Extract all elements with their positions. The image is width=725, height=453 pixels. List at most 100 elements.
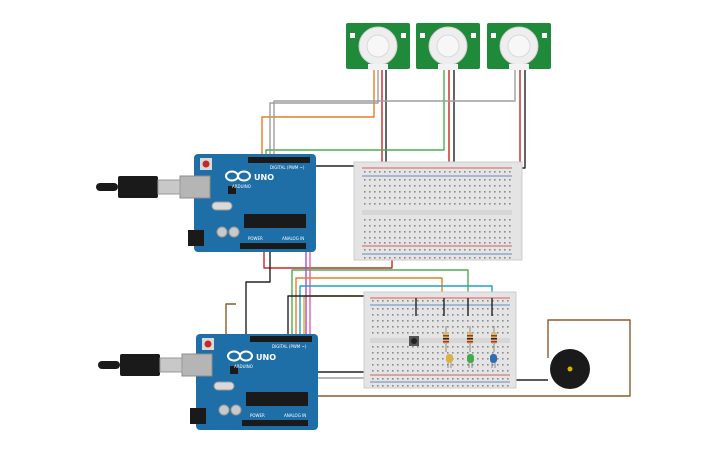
breadboard-hole <box>399 225 401 227</box>
breadboard-hole <box>427 308 429 310</box>
breadboard-hole <box>369 249 371 251</box>
breadboard-hole <box>387 314 389 316</box>
breadboard-hole <box>414 197 416 199</box>
breadboard-hole <box>417 352 419 354</box>
breadboard-hole <box>377 308 379 310</box>
breadboard-hole <box>399 237 401 239</box>
breadboard-hole <box>442 346 444 348</box>
pir-sensor-3[interactable] <box>487 23 551 70</box>
breadboard-hole <box>417 314 419 316</box>
breadboard-hole <box>462 314 464 316</box>
breadboard-top[interactable] <box>353 161 523 261</box>
breadboard-hole <box>382 364 384 366</box>
breadboard-hole <box>442 352 444 354</box>
breadboard-hole <box>404 197 406 199</box>
breadboard-hole <box>382 332 384 334</box>
breadboard-hole <box>422 320 424 322</box>
breadboard-hole <box>397 358 399 360</box>
breadboard-hole <box>399 249 401 251</box>
resistor-1[interactable] <box>443 326 449 352</box>
arduino-uno-top[interactable]: ARDUINO UNO DIGITAL (PWM ~) POWER ANALOG… <box>179 154 316 252</box>
power-label: POWER <box>248 236 263 241</box>
breadboard-hole <box>504 185 506 187</box>
breadboard-hole <box>509 185 511 187</box>
breadboard-hole <box>409 237 411 239</box>
breadboard-hole <box>492 370 494 372</box>
breadboard-hole <box>404 249 406 251</box>
breadboard-hole <box>389 249 391 251</box>
breadboard-hole <box>434 242 436 244</box>
breadboard-hole <box>382 320 384 322</box>
breadboard-hole <box>477 332 479 334</box>
arduino-uno-bottom[interactable]: ARDUINO UNO DIGITAL (PWM ~) POWER ANALOG… <box>181 334 318 430</box>
breadboard-hole <box>372 314 374 316</box>
breadboard-hole <box>444 203 446 205</box>
breadboard-hole <box>432 378 434 380</box>
breadboard-hole <box>467 370 469 372</box>
breadboard-hole <box>409 219 411 221</box>
resistor-2[interactable] <box>467 326 473 352</box>
breadboard-hole <box>429 197 431 199</box>
breadboard-hole <box>459 179 461 181</box>
breadboard-hole <box>492 320 494 322</box>
breadboard-hole <box>372 326 374 328</box>
breadboard-hole <box>507 358 509 360</box>
breadboard-hole <box>437 346 439 348</box>
breadboard-hole <box>509 179 511 181</box>
breadboard-hole <box>442 320 444 322</box>
breadboard-hole <box>392 308 394 310</box>
breadboard-hole <box>424 203 426 205</box>
breadboard-hole <box>402 378 404 380</box>
led-blue[interactable] <box>490 354 497 368</box>
breadboard-hole <box>457 332 459 334</box>
breadboard-hole <box>397 385 399 387</box>
analog-label: ANALOG IN <box>282 236 304 241</box>
breadboard-hole <box>452 370 454 372</box>
breadboard-hole <box>439 171 441 173</box>
led-green[interactable] <box>467 354 474 368</box>
breadboard-hole <box>379 171 381 173</box>
breadboard-hole <box>474 231 476 233</box>
breadboard-hole <box>479 197 481 199</box>
breadboard-hole <box>404 171 406 173</box>
resistor-3[interactable] <box>491 326 497 352</box>
breadboard-hole <box>407 370 409 372</box>
breadboard-hole <box>459 185 461 187</box>
breadboard-hole <box>412 346 414 348</box>
breadboard-hole <box>384 171 386 173</box>
breadboard-hole <box>462 358 464 360</box>
breadboard-hole <box>464 219 466 221</box>
breadboard-hole <box>497 300 499 302</box>
breadboard-hole <box>502 370 504 372</box>
breadboard-hole <box>384 237 386 239</box>
breadboard-hole <box>407 346 409 348</box>
breadboard-hole <box>467 378 469 380</box>
breadboard-hole <box>424 191 426 193</box>
breadboard-hole <box>372 385 374 387</box>
breadboard-hole <box>424 179 426 181</box>
breadboard-hole <box>494 171 496 173</box>
breadboard-hole <box>459 231 461 233</box>
breadboard-bottom[interactable] <box>363 291 517 389</box>
piezo-buzzer[interactable] <box>550 349 590 389</box>
pir-sensor-1[interactable] <box>346 23 410 70</box>
pir-sensor-2[interactable] <box>416 23 480 70</box>
pushbutton[interactable] <box>409 336 419 346</box>
breadboard-hole <box>462 378 464 380</box>
usb-port <box>179 175 211 199</box>
breadboard-hole <box>364 257 366 259</box>
breadboard-hole <box>392 358 394 360</box>
breadboard-hole <box>442 300 444 302</box>
brand-label: ARDUINO <box>232 184 251 189</box>
breadboard-hole <box>382 370 384 372</box>
breadboard-hole <box>504 219 506 221</box>
led-yellow[interactable] <box>446 354 453 368</box>
breadboard-hole <box>434 197 436 199</box>
breadboard-hole <box>392 326 394 328</box>
breadboard-hole <box>404 191 406 193</box>
breadboard-hole <box>447 346 449 348</box>
breadboard-hole <box>384 231 386 233</box>
breadboard-hole <box>472 364 474 366</box>
breadboard-hole <box>489 179 491 181</box>
breadboard-hole <box>394 203 396 205</box>
